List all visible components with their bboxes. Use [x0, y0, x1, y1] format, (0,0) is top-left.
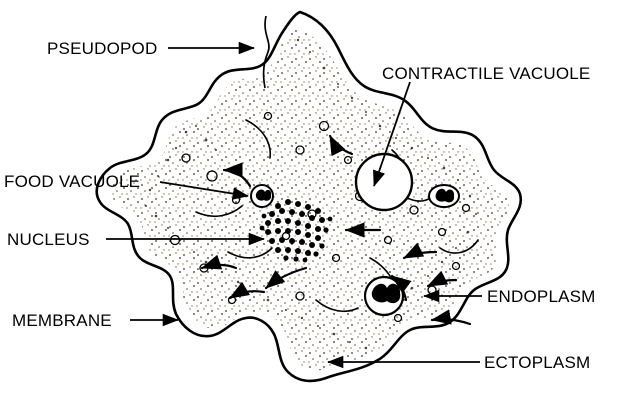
leader-food-vacuole [159, 181, 249, 200]
label-ectoplasm: ECTOPLASM [484, 353, 591, 372]
label-endoplasm: ENDOPLASM [487, 287, 596, 306]
label-pseudopod: PSEUDOPOD [47, 39, 158, 58]
food-vacuole [250, 184, 274, 208]
label-food-vacuole: FOOD VACUOLE [4, 172, 141, 191]
leader-lines [106, 41, 482, 369]
pseudopod-bracket [262, 15, 270, 89]
food-vacuole [428, 184, 460, 208]
leader-contractile [373, 81, 411, 187]
nucleus [259, 199, 333, 263]
label-contractile-vacuole: CONTRACTILE VACUOLE [382, 64, 591, 83]
contractile-vacuole [354, 152, 414, 212]
label-nucleus: NUCLEUS [7, 230, 90, 249]
food-vacuole [363, 275, 405, 317]
label-membrane: MEMBRANE [12, 311, 112, 330]
cytoplasm-flow-arrow [200, 134, 472, 326]
